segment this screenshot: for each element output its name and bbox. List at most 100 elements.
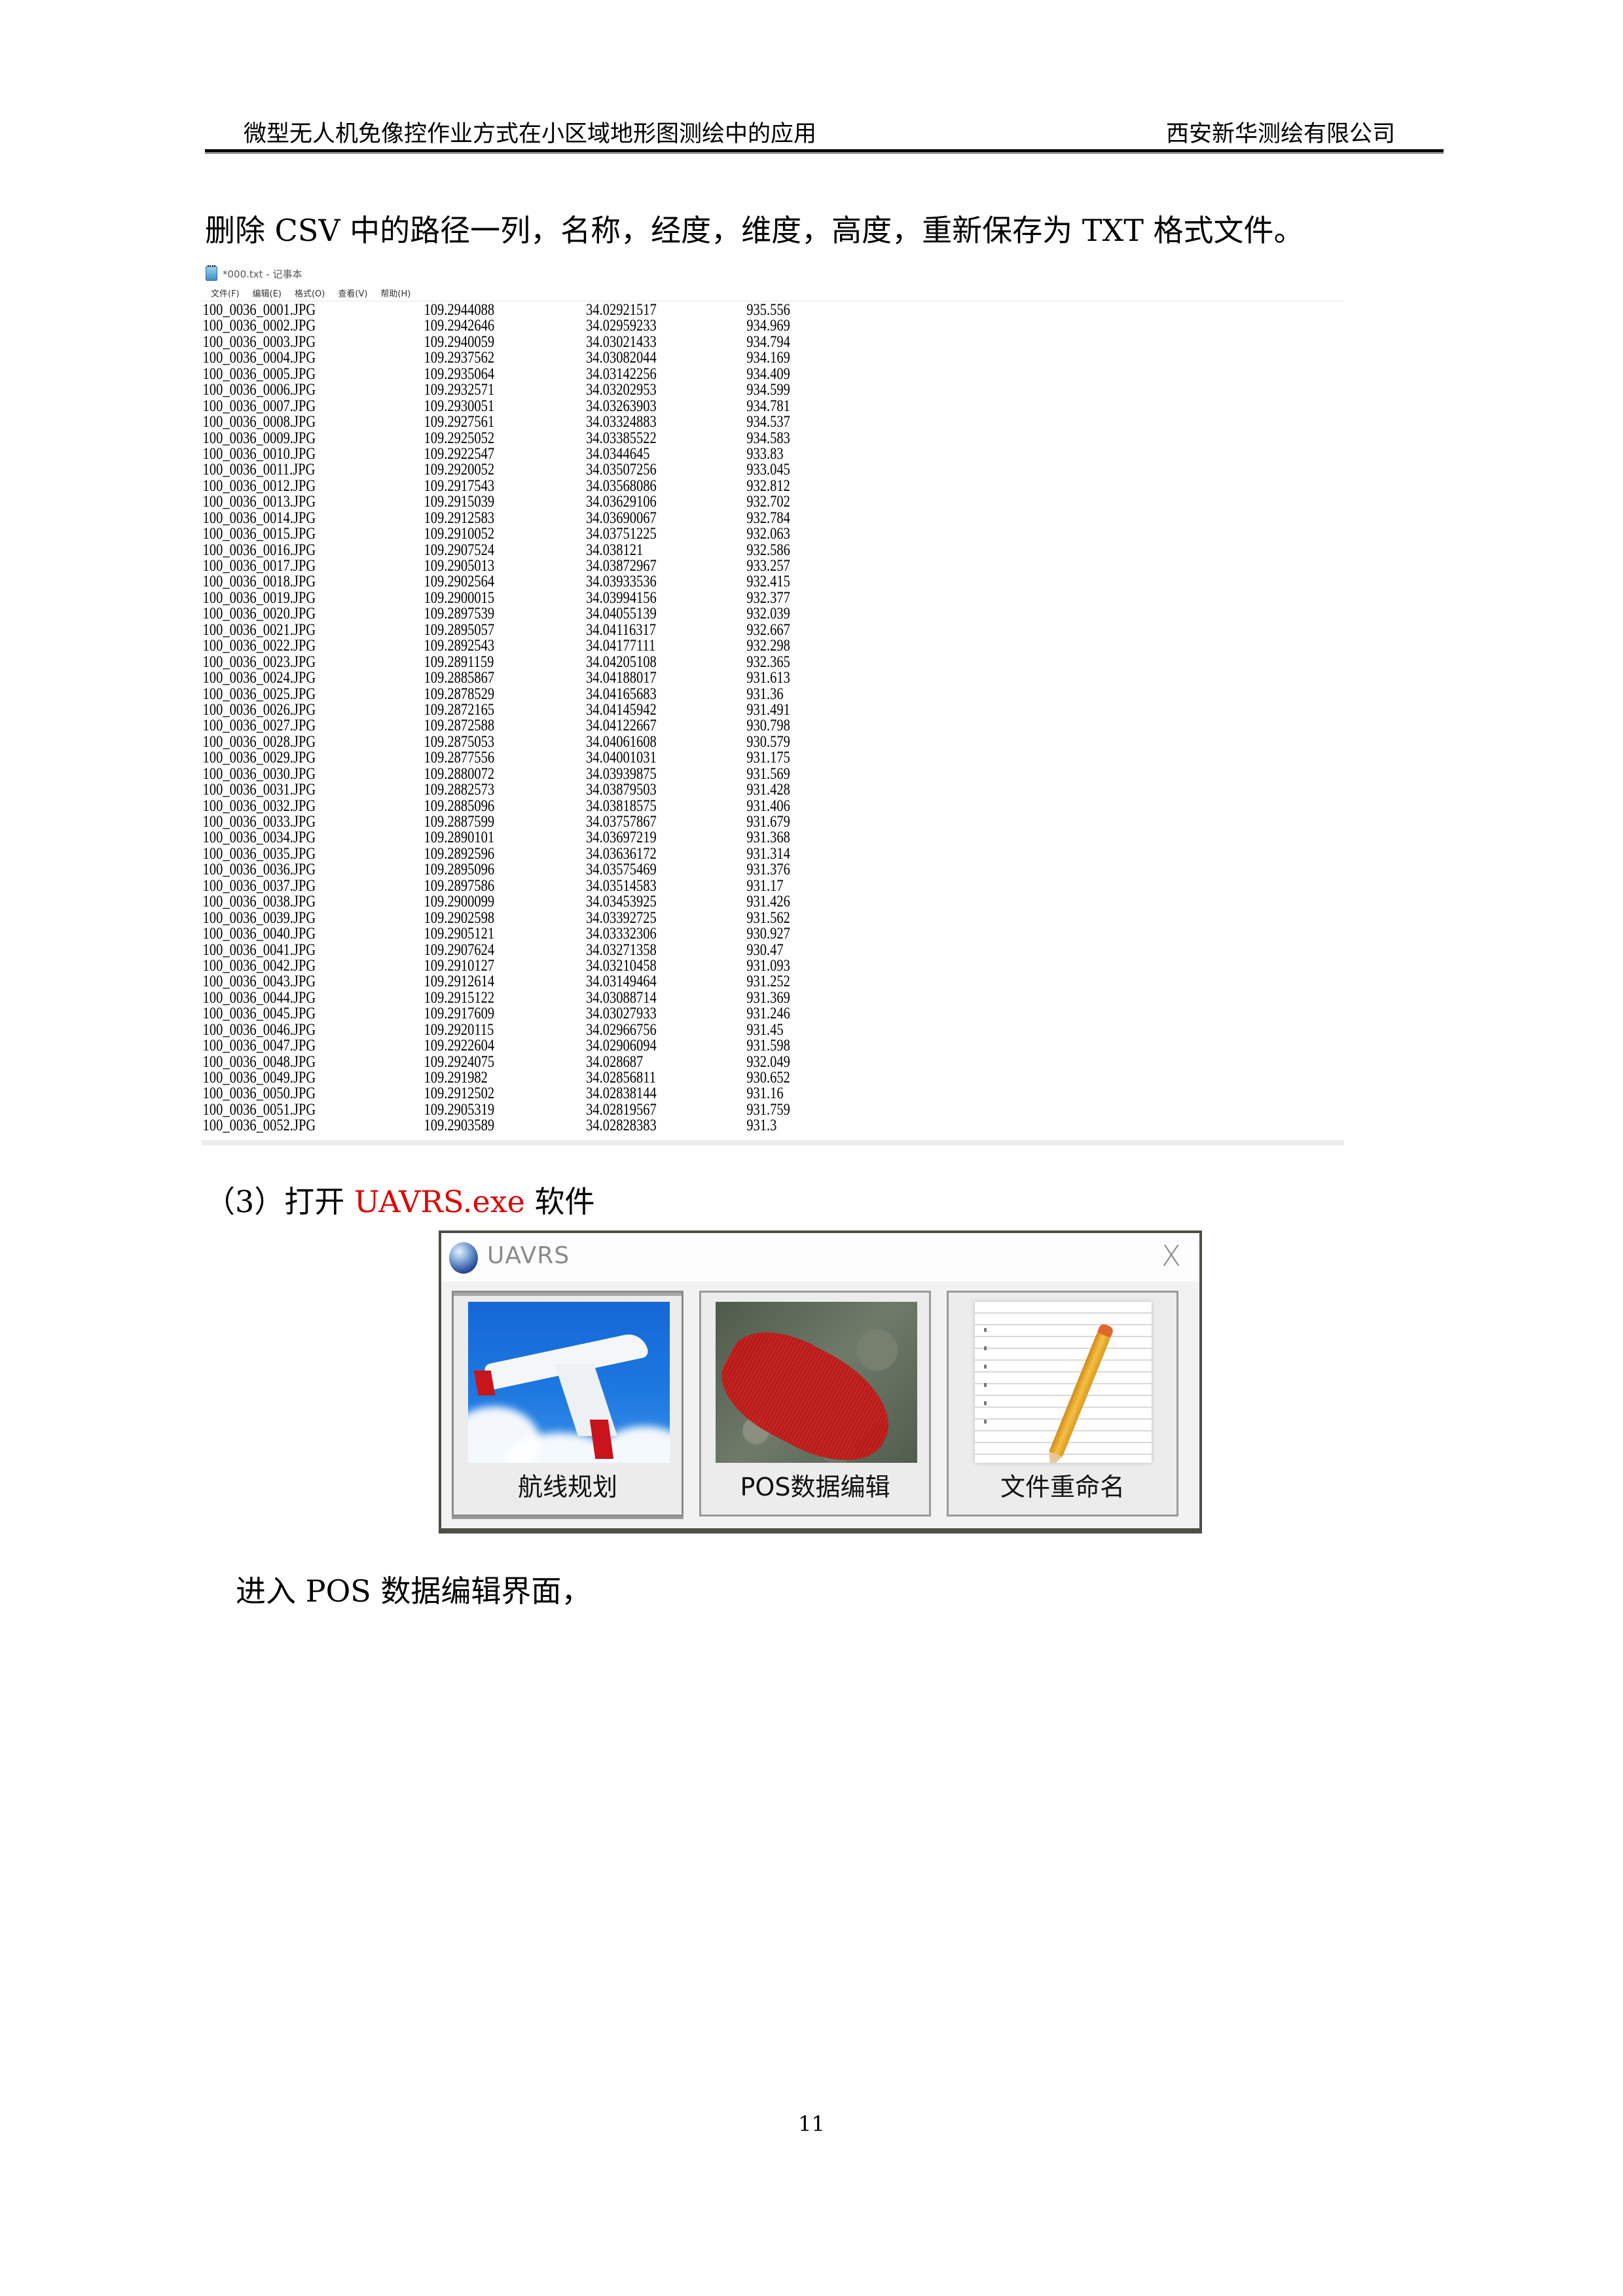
latitude-cell: 34.04165683: [586, 685, 657, 703]
altitude-cell: 934.599: [746, 381, 790, 399]
longitude-cell: 109.2890101: [424, 829, 495, 847]
altitude-cell: 930.652: [746, 1069, 790, 1086]
longitude-cell: 109.2917609: [424, 1005, 495, 1023]
altitude-cell: 931.491: [746, 700, 790, 719]
altitude-cell: 930.927: [746, 925, 790, 943]
file-name-cell: 100_0036_0012.JPG: [202, 476, 316, 495]
latitude-cell: 34.03021433: [586, 332, 657, 351]
file-name-cell: 100_0036_0030.JPG: [202, 764, 316, 783]
longitude-cell: 109.2922604: [424, 1037, 495, 1055]
latitude-cell: 34.03392725: [586, 908, 657, 927]
step-3-suffix: 软件: [524, 1184, 595, 1219]
file-name-cell: 100_0036_0026.JPG: [202, 700, 316, 719]
altitude-cell: 934.969: [746, 317, 790, 335]
instruction-paragraph: 删除 CSV 中的路径一列，名称，经度，维度，高度，重新保存为 TXT 格式文件…: [205, 213, 1304, 248]
menu-view[interactable]: 查看(V): [338, 289, 368, 299]
latitude-cell: 34.02966756: [586, 1020, 657, 1039]
menu-separator: [202, 300, 1344, 302]
file-name-cell: 100_0036_0014.JPG: [202, 509, 316, 527]
altitude-cell: 931.17: [746, 876, 784, 895]
menu-edit[interactable]: 编辑(E): [252, 289, 282, 299]
longitude-cell: 109.2900015: [424, 588, 495, 607]
altitude-cell: 932.667: [746, 620, 790, 639]
altitude-cell: 932.784: [746, 509, 790, 527]
latitude-cell: 34.02819567: [586, 1100, 657, 1119]
menu-format[interactable]: 格式(O): [294, 289, 325, 299]
altitude-cell: 932.586: [746, 541, 790, 559]
file-name-cell: 100_0036_0032.JPG: [202, 797, 316, 815]
menu-file[interactable]: 文件(F): [211, 289, 240, 299]
longitude-cell: 109.2877556: [424, 749, 495, 767]
route-planning-button[interactable]: 航线规划: [452, 1291, 684, 1516]
menu-help[interactable]: 帮助(H): [380, 289, 411, 299]
longitude-cell: 109.2907624: [424, 941, 495, 959]
notepad-pencil-icon: [975, 1302, 1152, 1463]
altitude-cell: 930.47: [746, 941, 784, 959]
file-name-cell: 100_0036_0044.JPG: [202, 988, 316, 1007]
latitude-cell: 34.03933536: [586, 573, 657, 591]
file-name-cell: 100_0036_0052.JPG: [202, 1117, 316, 1135]
notepad-status-bar: [202, 1140, 1344, 1145]
file-rename-button[interactable]: 文件重命名: [947, 1291, 1178, 1516]
altitude-cell: 933.045: [746, 461, 790, 479]
altitude-cell: 932.365: [746, 653, 790, 671]
longitude-cell: 109.2912583: [424, 509, 495, 527]
latitude-cell: 34.03636172: [586, 844, 657, 863]
close-button[interactable]: X: [1161, 1240, 1181, 1273]
latitude-cell: 34.03690067: [586, 509, 657, 527]
file-name-cell: 100_0036_0043.JPG: [202, 973, 316, 991]
latitude-cell: 34.03027933: [586, 1005, 657, 1023]
latitude-cell: 34.03751225: [586, 525, 657, 543]
longitude-cell: 109.2907524: [424, 541, 495, 559]
latitude-cell: 34.03453925: [586, 893, 657, 911]
altitude-cell: 931.598: [746, 1037, 790, 1055]
pencil-icon: [1049, 1330, 1112, 1457]
running-header-title: 微型无人机免像控作业方式在小区域地形图测绘中的应用: [244, 121, 817, 147]
altitude-cell: 931.3: [746, 1117, 777, 1135]
file-name-cell: 100_0036_0020.JPG: [202, 605, 316, 623]
latitude-cell: 34.03324883: [586, 413, 657, 431]
file-name-cell: 100_0036_0001.JPG: [202, 302, 316, 319]
longitude-cell: 109.2942646: [424, 317, 495, 335]
file-name-cell: 100_0036_0031.JPG: [202, 781, 316, 799]
longitude-cell: 109.2932571: [424, 381, 495, 399]
altitude-cell: 934.169: [746, 349, 790, 367]
altitude-cell: 932.812: [746, 476, 790, 495]
file-name-cell: 100_0036_0036.JPG: [202, 861, 316, 879]
file-name-cell: 100_0036_0006.JPG: [202, 381, 316, 399]
latitude-cell: 34.028687: [586, 1052, 644, 1071]
file-name-cell: 100_0036_0023.JPG: [202, 653, 316, 671]
file-name-cell: 100_0036_0046.JPG: [202, 1020, 316, 1039]
longitude-cell: 109.2872165: [424, 700, 495, 719]
latitude-cell: 34.04122667: [586, 717, 657, 735]
file-name-cell: 100_0036_0008.JPG: [202, 413, 316, 431]
file-name-cell: 100_0036_0047.JPG: [202, 1037, 316, 1055]
file-name-cell: 100_0036_0028.JPG: [202, 732, 316, 751]
pos-data-edit-button[interactable]: POS数据编辑: [699, 1291, 931, 1516]
longitude-cell: 109.2905013: [424, 557, 495, 575]
latitude-cell: 34.03697219: [586, 829, 657, 847]
altitude-cell: 932.039: [746, 605, 790, 623]
latitude-cell: 34.04116317: [586, 620, 656, 639]
latitude-cell: 34.03568086: [586, 476, 657, 495]
longitude-cell: 109.2878529: [424, 685, 495, 703]
